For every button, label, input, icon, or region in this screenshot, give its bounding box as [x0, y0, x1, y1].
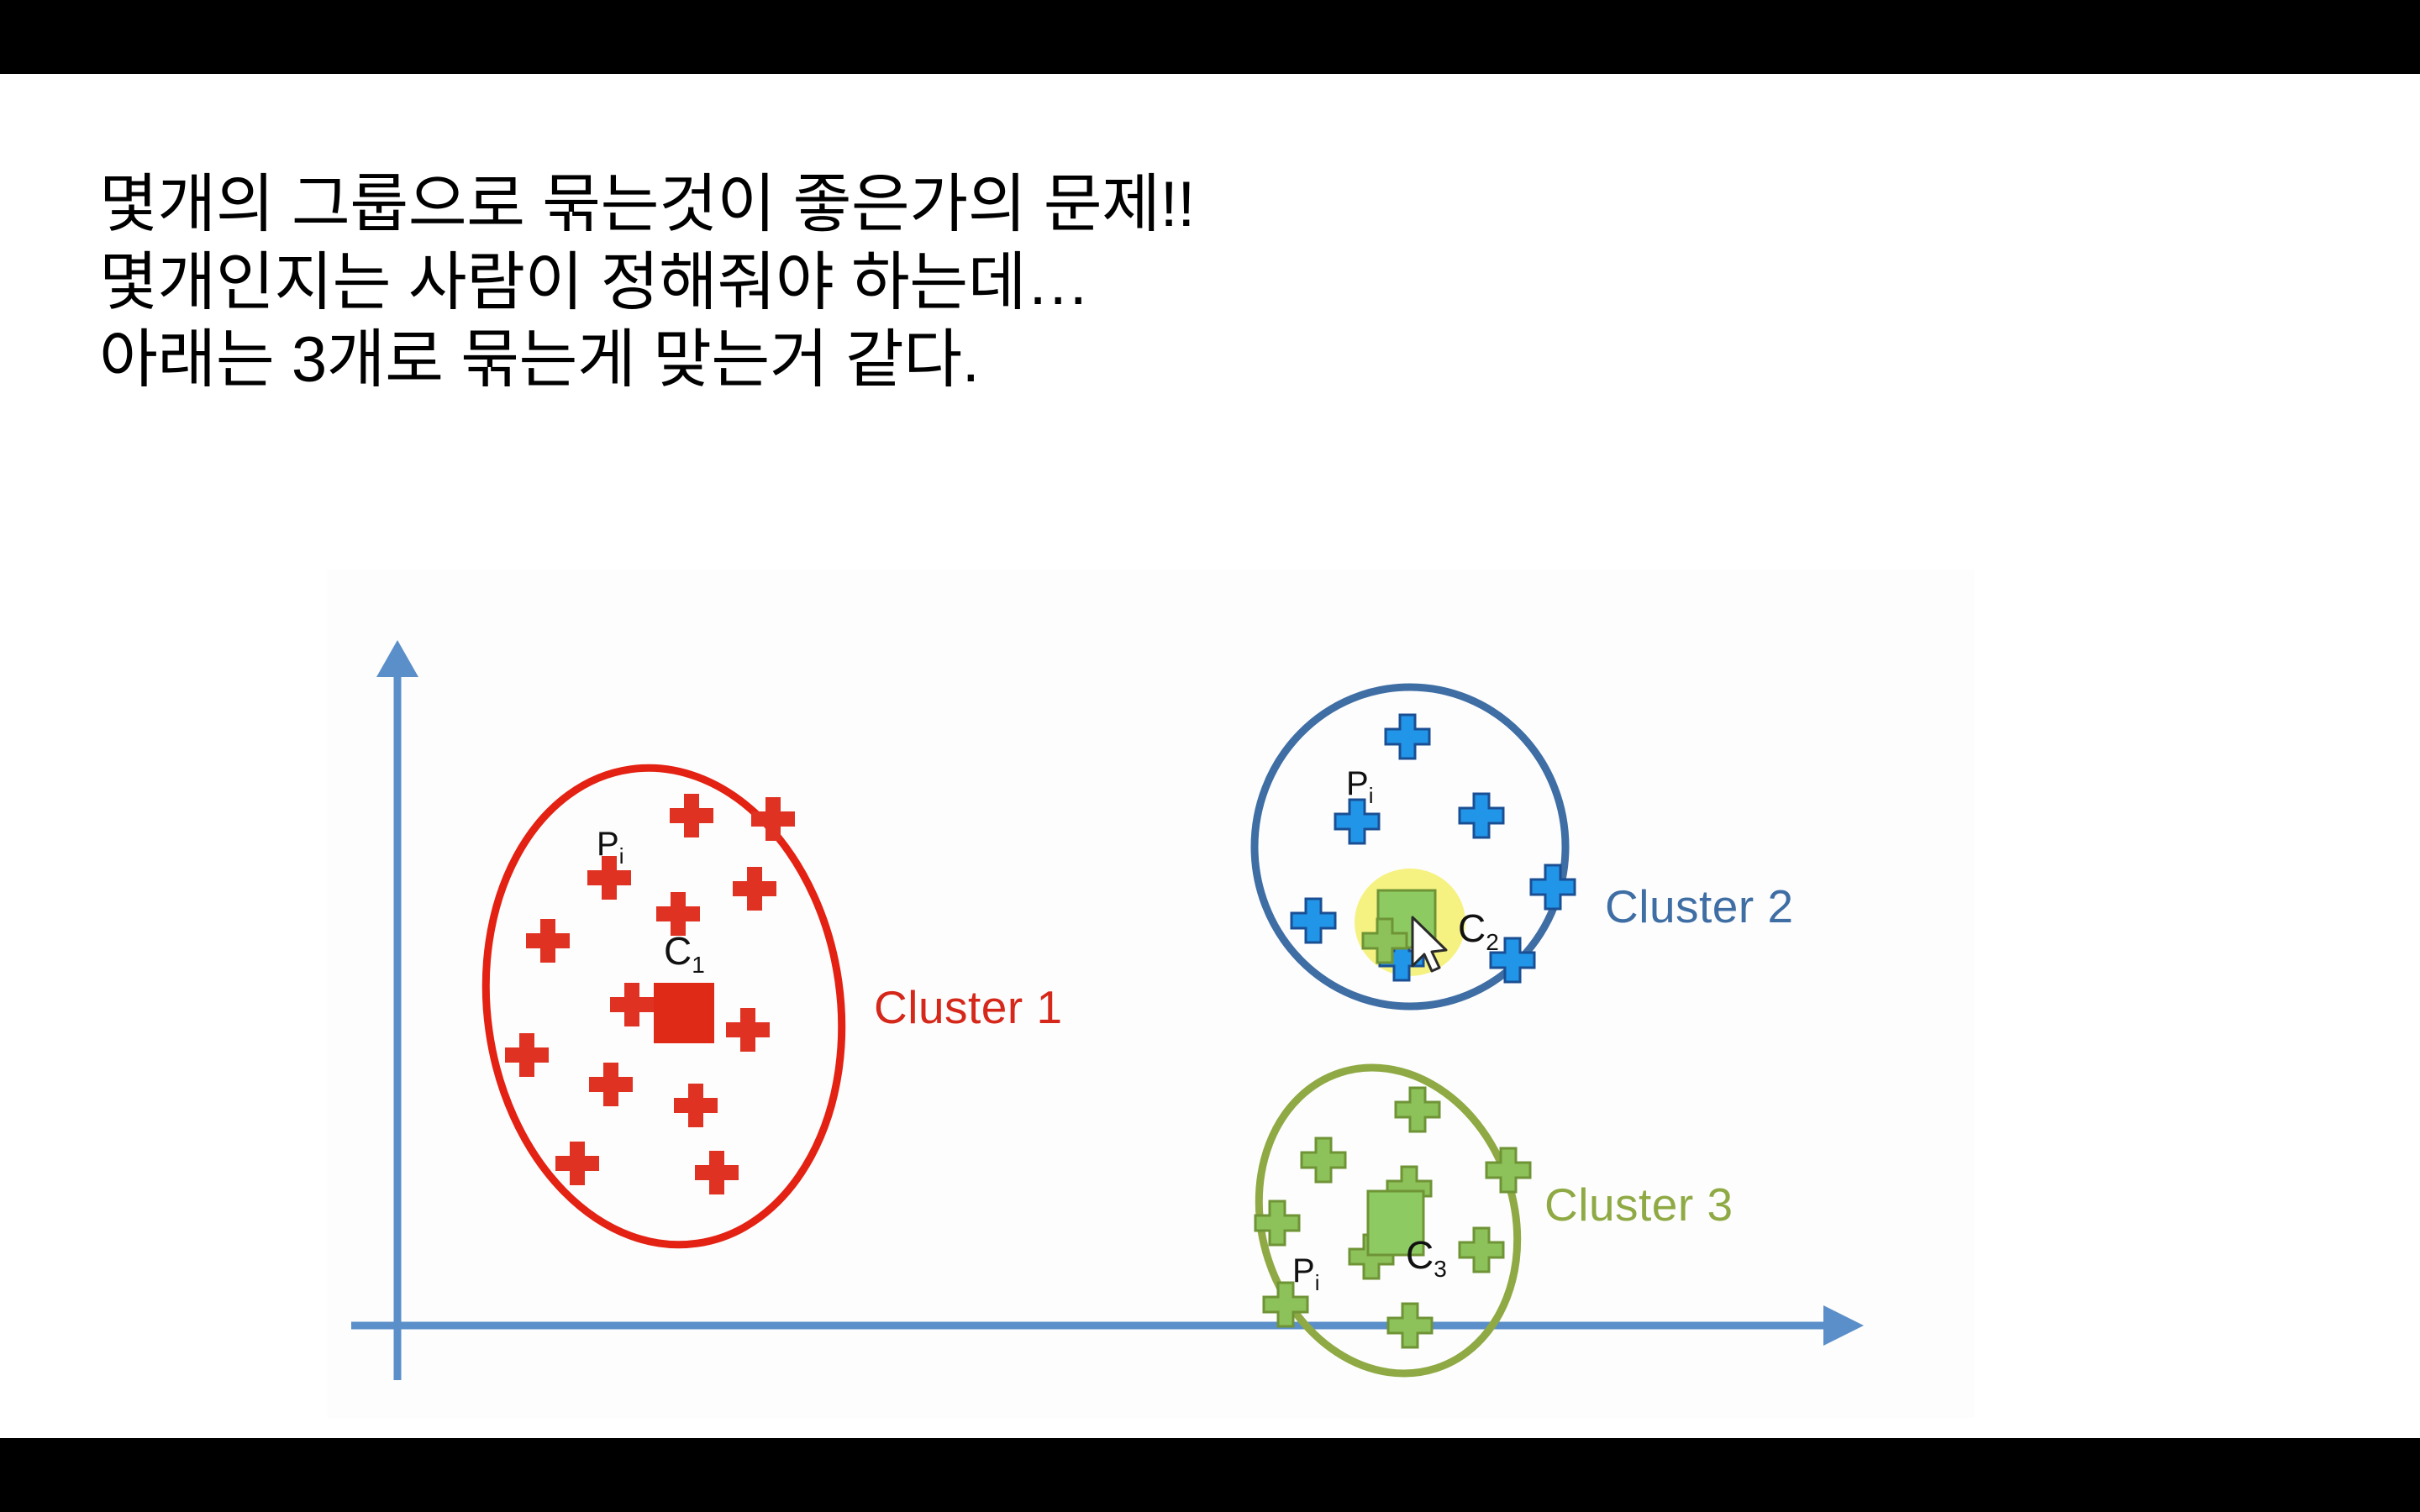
cluster-1-points	[505, 794, 795, 1194]
cluster-2-centroid-label: C2	[1458, 906, 1499, 955]
title-line-1: 몇개의 그룹으로 묶는것이 좋은가의 문제!!	[99, 169, 1195, 240]
title-line-2: 몇개인지는 사람이 정해줘야 하는데…	[99, 246, 1090, 318]
slide-canvas: 몇개의 그룹으로 묶는것이 좋은가의 문제!! 몇개인지는 사람이 정해줘야 하…	[0, 74, 2420, 1438]
y-axis-arrowhead	[376, 640, 418, 677]
cluster-1-name-label: Cluster 1	[874, 981, 1063, 1033]
cluster-3-group[interactable]: Pi C3 Cluster 3	[1220, 1034, 1733, 1408]
cluster-2-name-label: Cluster 2	[1605, 880, 1794, 932]
axis-group	[351, 640, 1864, 1380]
cluster-2-outline	[1250, 683, 1570, 1011]
cluster-diagram-figure: Pi C1 Cluster 1	[328, 570, 1975, 1418]
cluster-3-point-label: Pi	[1292, 1252, 1319, 1295]
cluster-1-group[interactable]: Pi C1 Cluster 1	[455, 745, 1062, 1268]
cluster-2-point-label: Pi	[1346, 765, 1373, 808]
letterbox-bottom	[0, 1438, 2420, 1512]
cluster-1-outline	[481, 764, 846, 1249]
letterbox-top	[0, 0, 2420, 74]
mouse-cursor-icon	[1411, 916, 1448, 973]
cluster-1-point-label: Pi	[597, 826, 623, 869]
cluster-1-centroid-label: C1	[664, 929, 705, 978]
cluster-3-name-label: Cluster 3	[1544, 1179, 1733, 1231]
x-axis-arrowhead	[1823, 1305, 1864, 1346]
title-line-3: 아래는 3개로 묶는게 맞는거 같다.	[99, 324, 980, 396]
cluster-2-group[interactable]: Pi C2 Cluster 2	[1250, 683, 1794, 1011]
title-block: 몇개의 그룹으로 묶는것이 좋은가의 문제!! 몇개인지는 사람이 정해줘야 하…	[99, 166, 1864, 400]
cluster-3-centroid-label: C3	[1406, 1233, 1447, 1282]
cluster-1-centroid-marker	[654, 983, 714, 1043]
cluster-3-centroid-marker	[1366, 1189, 1425, 1257]
